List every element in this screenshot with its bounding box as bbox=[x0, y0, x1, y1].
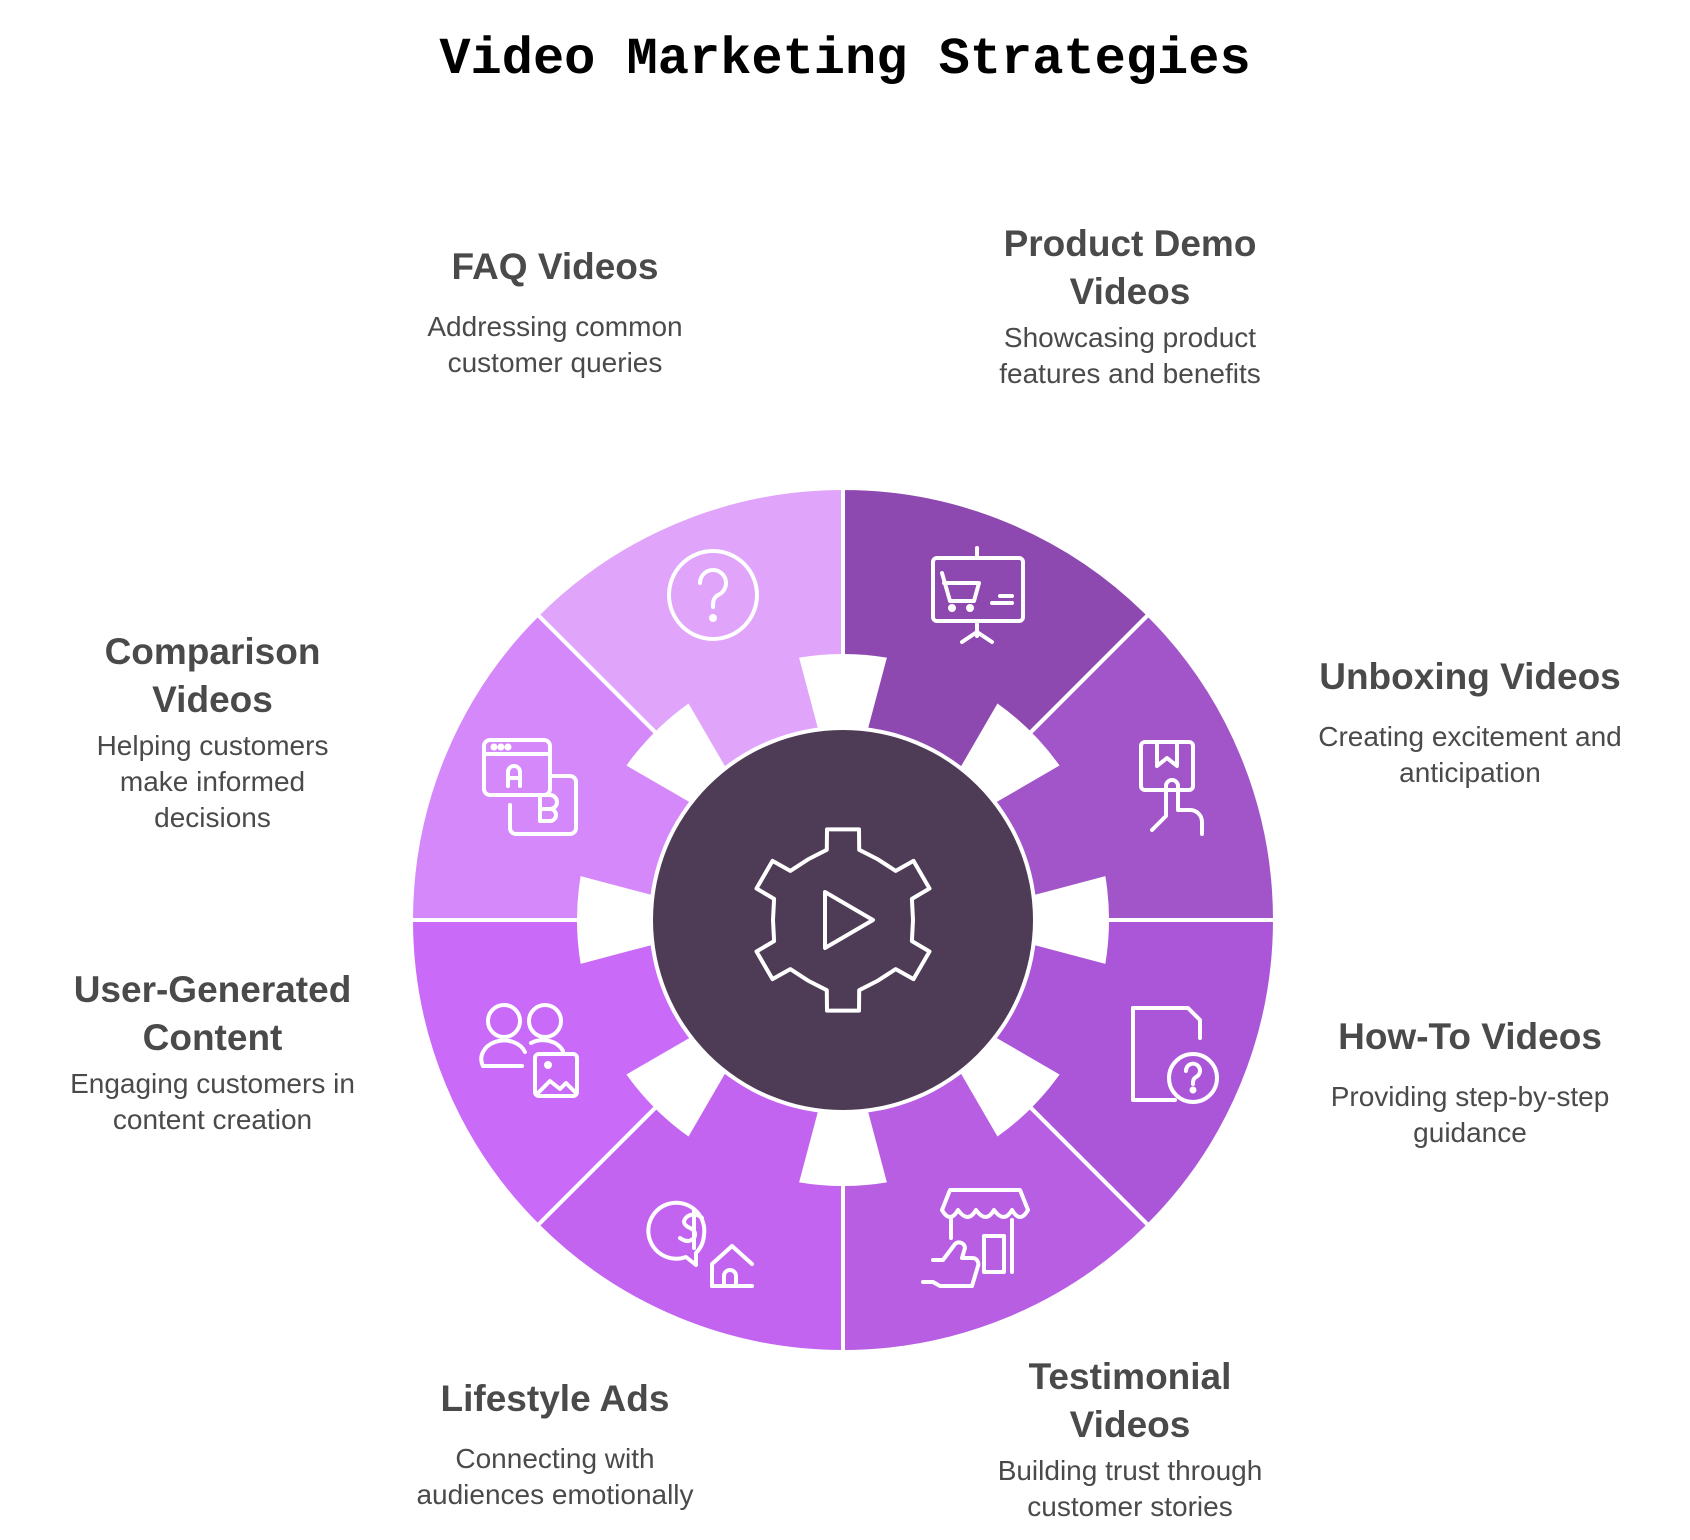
presentation-cart-icon bbox=[931, 546, 1025, 644]
hub-gap bbox=[799, 654, 887, 737]
dollar-home-icon bbox=[646, 1200, 754, 1288]
label-title: FAQ Videos bbox=[451, 246, 659, 287]
hub-gap bbox=[1026, 876, 1109, 964]
ab-compare-icon bbox=[482, 738, 578, 836]
label-title: Comparison bbox=[104, 631, 321, 672]
label-title: Videos bbox=[1069, 1404, 1191, 1445]
hub-gap bbox=[956, 1033, 1060, 1137]
label-title: Lifestyle Ads bbox=[440, 1378, 670, 1419]
gear-play-icon bbox=[754, 827, 932, 1013]
diagram-title: Video Marketing Strategies bbox=[439, 30, 1251, 89]
box-hand-icon bbox=[1139, 740, 1204, 836]
label-title: Content bbox=[142, 1017, 283, 1058]
label-title: How-To Videos bbox=[1338, 1016, 1602, 1057]
hub-gap bbox=[956, 703, 1060, 807]
hub-gap bbox=[626, 1033, 730, 1137]
hub-gap bbox=[576, 876, 660, 964]
label-ugc: User-Generated Content Engaging customer… bbox=[40, 966, 385, 1138]
label-title: Testimonial bbox=[1028, 1356, 1232, 1397]
label-title: User-Generated bbox=[73, 969, 352, 1010]
label-testimonial: Testimonial Videos Building trust throug… bbox=[960, 1353, 1300, 1525]
document-question-icon bbox=[1131, 1006, 1219, 1104]
label-title: Unboxing Videos bbox=[1319, 656, 1621, 697]
hub-gap bbox=[799, 1103, 887, 1186]
center-hub bbox=[653, 730, 1033, 1110]
label-title: Videos bbox=[152, 679, 273, 720]
users-image-icon bbox=[479, 1003, 579, 1098]
store-thumbs-up-icon bbox=[921, 1188, 1030, 1288]
label-title: Product Demo bbox=[1003, 223, 1257, 264]
hub-gap bbox=[626, 703, 730, 807]
question-circle-icon bbox=[667, 549, 759, 641]
label-title: Videos bbox=[1069, 271, 1191, 312]
